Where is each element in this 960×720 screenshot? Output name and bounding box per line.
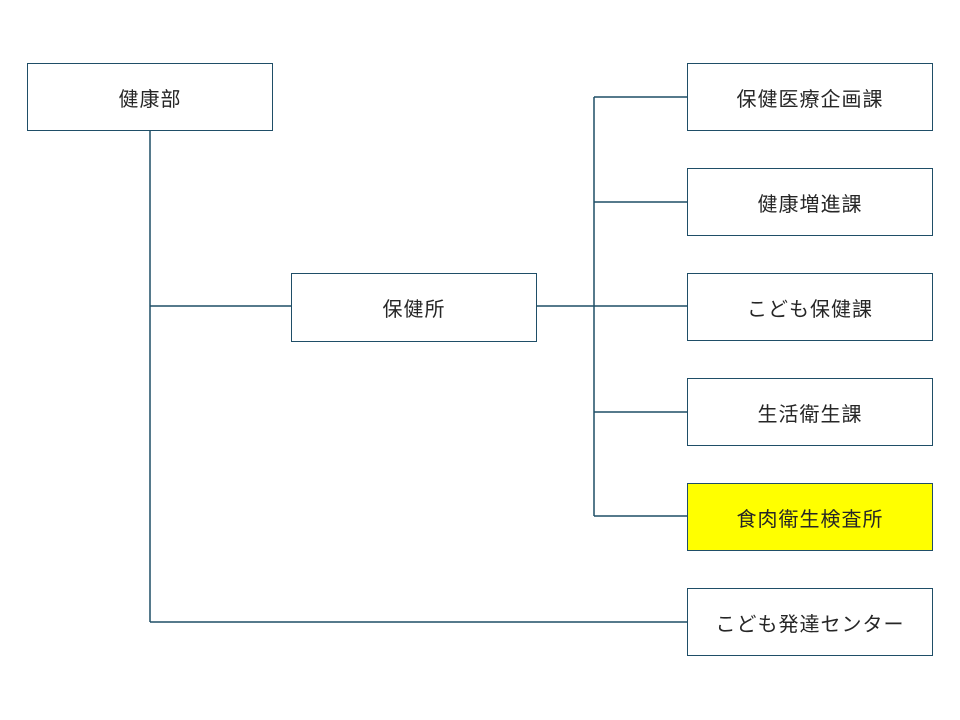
node-child-development: こども発達センター	[687, 588, 933, 656]
node-child-health: こども保健課	[687, 273, 933, 341]
node-label: こども発達センター	[715, 611, 905, 636]
node-health-department: 健康部	[27, 63, 273, 131]
node-health-center: 保健所	[291, 273, 537, 342]
node-label: 食肉衛生検査所	[736, 506, 884, 531]
node-label: 健康増進課	[757, 191, 863, 216]
node-label: 生活衛生課	[757, 401, 863, 426]
node-label: 保健医療企画課	[736, 86, 884, 111]
node-health-promotion: 健康増進課	[687, 168, 933, 236]
node-label: こども保健課	[747, 296, 873, 321]
node-label: 健康部	[118, 86, 182, 111]
node-label: 保健所	[382, 297, 446, 321]
node-meat-inspection: 食肉衛生検査所	[687, 483, 933, 551]
node-health-medical-planning: 保健医療企画課	[687, 63, 933, 131]
node-living-sanitation: 生活衛生課	[687, 378, 933, 446]
